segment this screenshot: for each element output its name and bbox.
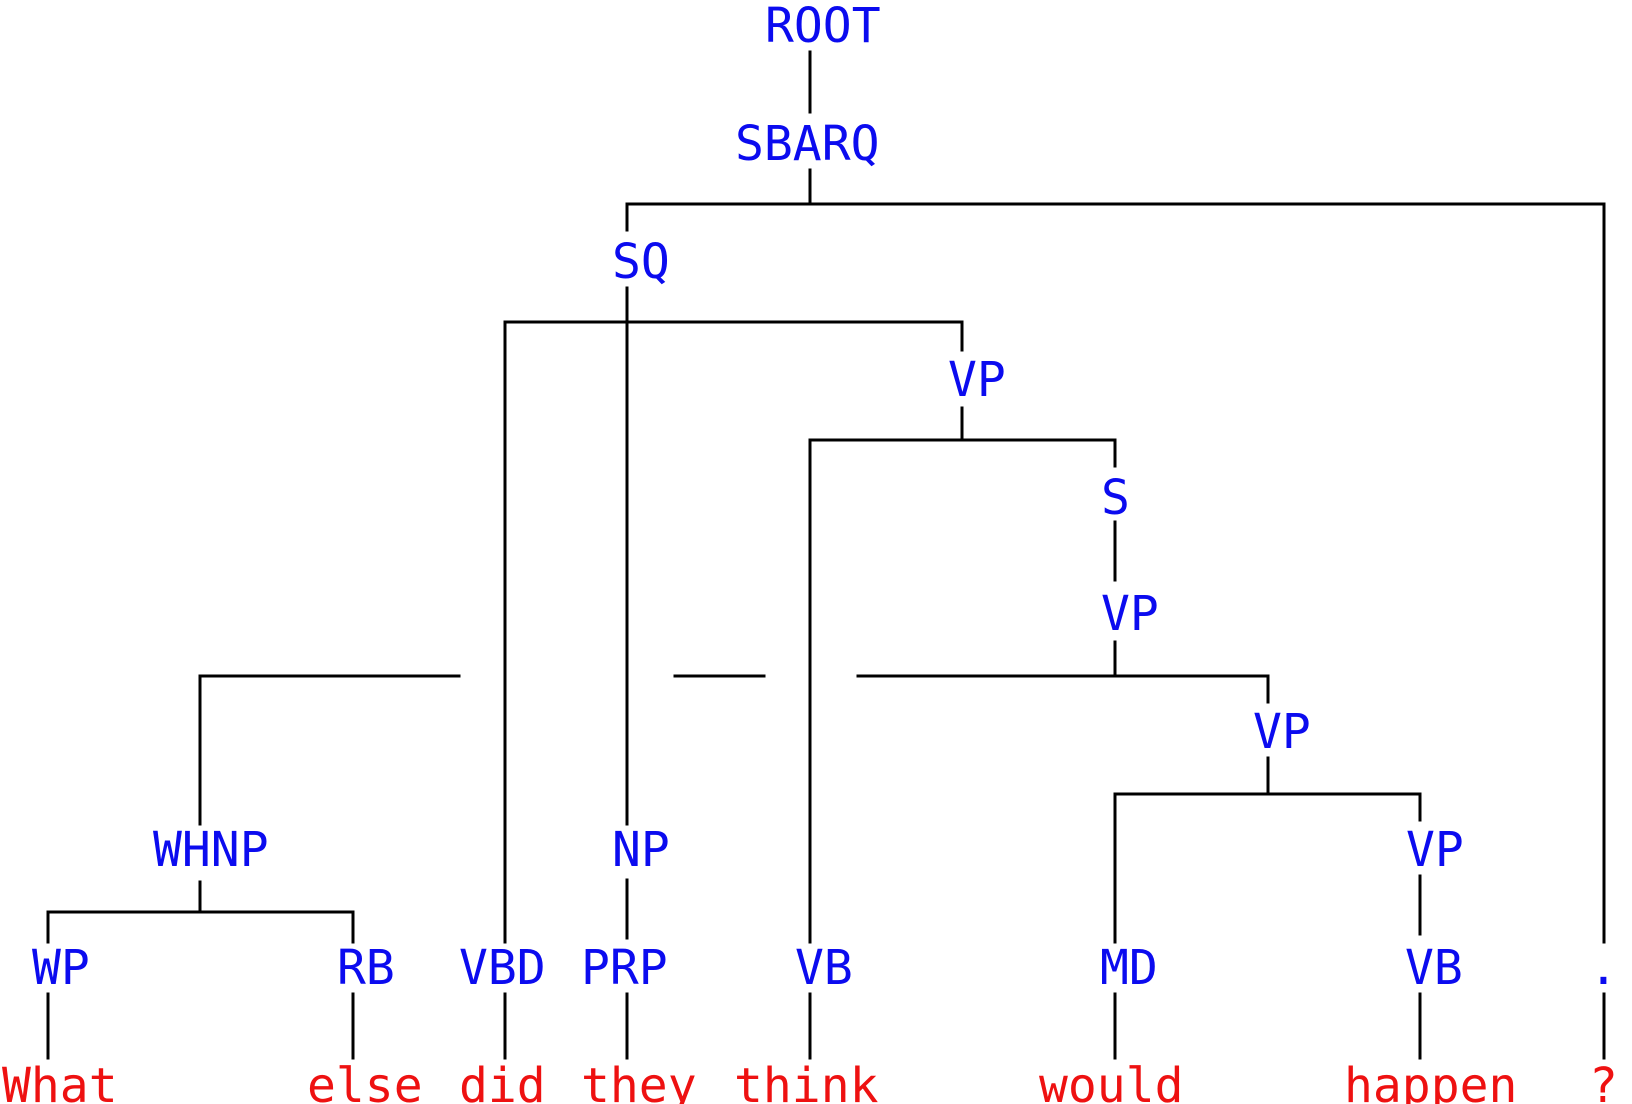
token-happen: happen — [1344, 1058, 1517, 1104]
edge-vp1-bracket — [808, 438, 1117, 944]
edge-sbarq-bracket — [625, 202, 1606, 944]
pos-wp: WP — [32, 940, 90, 996]
pos-vbd: VBD — [459, 940, 546, 996]
node-np: NP — [612, 822, 670, 878]
pos-vb: VB — [1405, 940, 1463, 996]
token-what: What — [2, 1058, 118, 1104]
node-whnp: WHNP — [153, 822, 269, 878]
nonterminal-labels: ROOT SBARQ SQ VP S VP VP WHNP NP VP WP R… — [32, 0, 1618, 996]
edge-whnp-bracket — [46, 910, 355, 944]
tree-edges — [46, 50, 1606, 1060]
edge-sq-bracket — [503, 320, 964, 944]
pos-md: MD — [1100, 940, 1158, 996]
sentence-tokens: What else did they think would happen ? — [2, 1058, 1618, 1104]
pos-vb: VB — [795, 940, 853, 996]
node-sq: SQ — [612, 234, 670, 290]
pos-punct: . — [1589, 940, 1618, 996]
node-vp: VP — [1406, 822, 1464, 878]
token-question-mark: ? — [1589, 1058, 1618, 1104]
token-did: did — [459, 1058, 546, 1104]
pos-prp: PRP — [581, 940, 668, 996]
token-they: they — [581, 1058, 697, 1104]
edge-vp3-bracket — [1113, 792, 1422, 944]
edge-vp2-bracket-right — [856, 674, 1270, 704]
token-would: would — [1039, 1058, 1184, 1104]
pos-rb: RB — [337, 940, 395, 996]
node-sbarq: SBARQ — [735, 116, 880, 172]
node-vp: VP — [1101, 586, 1159, 642]
token-think: think — [734, 1058, 879, 1104]
node-vp: VP — [948, 352, 1006, 408]
node-vp: VP — [1253, 704, 1311, 760]
node-s: S — [1101, 470, 1130, 526]
node-root: ROOT — [765, 0, 881, 54]
edge-vp2-bracket-left — [198, 674, 461, 826]
token-else: else — [307, 1058, 423, 1104]
